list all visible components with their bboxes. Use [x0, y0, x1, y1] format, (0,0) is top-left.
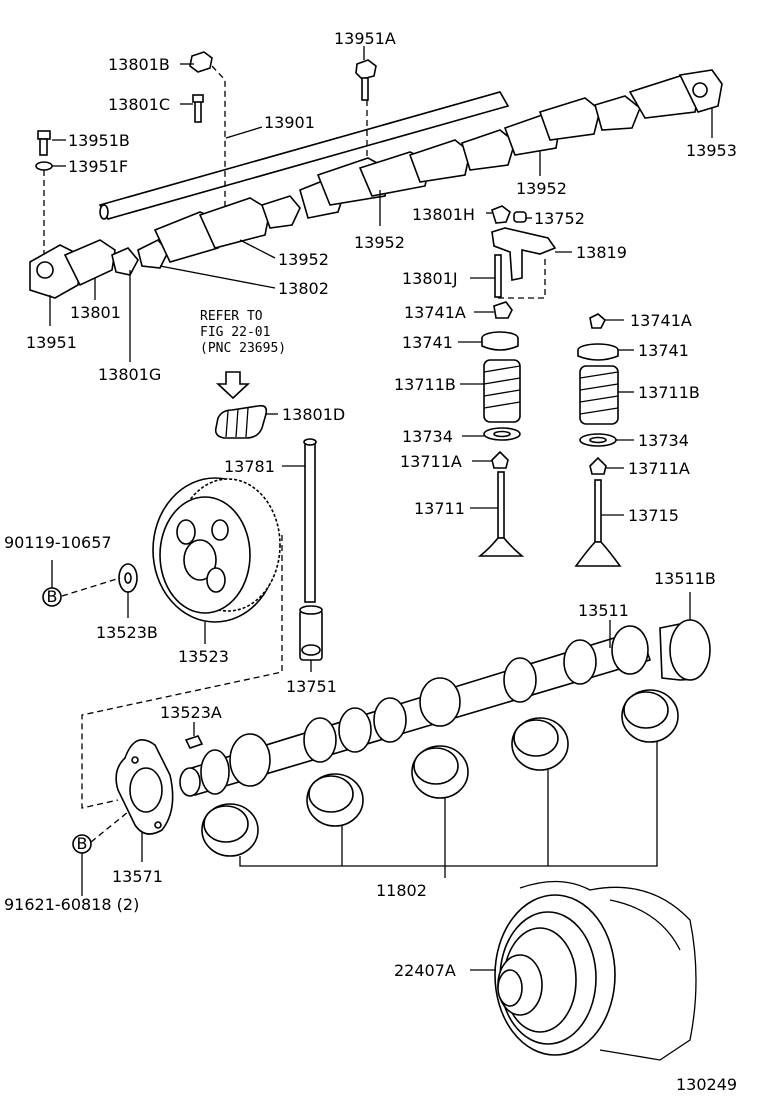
- label-13801B: 13801B: [108, 55, 170, 74]
- label-13523B: 13523B: [96, 623, 158, 642]
- label-13801: 13801: [70, 303, 121, 322]
- label-13952: 13952: [516, 179, 567, 198]
- label-11802: 11802: [376, 881, 427, 900]
- label-13711: 13711: [414, 499, 465, 518]
- label-13951: 13951: [26, 333, 77, 352]
- bolt-13801B: [189, 51, 213, 73]
- push-rod-13781: [303, 438, 317, 603]
- bolt-13951B: [37, 130, 51, 156]
- key-13523A: [184, 735, 204, 749]
- spring-13801D: [214, 404, 268, 439]
- label-13741A-left: 13741A: [404, 303, 466, 322]
- label-13951F: 13951F: [68, 157, 128, 176]
- label-90119-10657: 90119-10657: [4, 533, 112, 552]
- label-13901: 13901: [264, 113, 315, 132]
- label-13781: 13781: [224, 457, 275, 476]
- bearing: [306, 773, 364, 827]
- label-22407A: 22407A: [394, 961, 456, 980]
- marker-b-label: B: [47, 587, 58, 606]
- cap-13752: [513, 211, 527, 223]
- label-13801H: 13801H: [412, 205, 475, 224]
- refer-line-3: (PNC 23695): [200, 341, 286, 356]
- thrust-plate-13571: [115, 739, 174, 835]
- refer-line-2: FIG 22-01: [200, 325, 270, 340]
- camshaft-end-13511B: [659, 619, 711, 681]
- label-13741-left: 13741: [402, 333, 453, 352]
- washer-13523B: [118, 563, 138, 593]
- camshaft-gear-13523: [152, 477, 281, 623]
- label-13953: 13953: [686, 141, 737, 160]
- label-13819: 13819: [576, 243, 627, 262]
- leader-lines-left-valve: [458, 311, 498, 509]
- label-13952: 13952: [354, 233, 405, 252]
- label-13711B-left: 13711B: [394, 375, 456, 394]
- label-13741-right: 13741: [638, 341, 689, 360]
- marker-b-top: B: [42, 587, 62, 607]
- camshaft-13511: [179, 625, 652, 797]
- label-13801G: 13801G: [98, 365, 161, 384]
- label-13751: 13751: [286, 677, 337, 696]
- marker-b-bottom: B: [72, 834, 92, 854]
- label-13711B-right: 13711B: [638, 383, 700, 402]
- label-13571: 13571: [112, 867, 163, 886]
- bearing: [201, 803, 259, 857]
- refer-line-1: REFER TO: [200, 309, 263, 324]
- label-91621-60818: 91621-60818 (2): [4, 895, 139, 914]
- leader-lines-2: [470, 212, 572, 279]
- guide-line: [498, 255, 546, 299]
- label-13711A-left: 13711A: [400, 452, 462, 471]
- rocker-shaft: [98, 91, 510, 220]
- camshaft-bearings-11802: [201, 689, 679, 857]
- label-13952: 13952: [278, 250, 329, 269]
- label-13734-right: 13734: [638, 431, 689, 450]
- rocker-arm-assembly: [29, 69, 723, 299]
- label-13801C: 13801C: [108, 95, 170, 114]
- guide-line: [81, 535, 283, 809]
- bearing: [411, 745, 469, 799]
- label-13801D: 13801D: [282, 405, 345, 424]
- label-13802: 13802: [278, 279, 329, 298]
- leader-lines: [49, 46, 713, 362]
- bearing: [511, 717, 569, 771]
- label-13801J: 13801J: [402, 269, 458, 288]
- guide-line: [90, 811, 129, 843]
- marker-b-label: B: [77, 834, 88, 853]
- guide-line: [211, 65, 226, 208]
- bearing: [621, 689, 679, 743]
- label-13734-left: 13734: [402, 427, 453, 446]
- crankshaft-gear-22407A: [494, 880, 697, 1061]
- refer-arrow: [215, 371, 251, 400]
- valve-lifter-13751: [299, 605, 323, 661]
- label-13711A-right: 13711A: [628, 459, 690, 478]
- bearing-bracket: [239, 742, 658, 867]
- label-13715: 13715: [628, 506, 679, 525]
- nut-13801H: [491, 205, 511, 224]
- label-13511B: 13511B: [654, 569, 716, 588]
- label-13741A-right: 13741A: [630, 311, 692, 330]
- valve-stack-right: [574, 313, 622, 567]
- screw-13801C: [192, 94, 204, 123]
- valve-stack-left: [477, 301, 525, 557]
- label-13951B: 13951B: [68, 131, 130, 150]
- guide-line: [61, 577, 121, 597]
- adjust-screw-13801J: [494, 254, 502, 298]
- label-13523: 13523: [178, 647, 229, 666]
- washer-13951F: [35, 161, 53, 171]
- label-13752: 13752: [534, 209, 585, 228]
- figure-id: 130249: [676, 1075, 737, 1094]
- label-13951A: 13951A: [334, 29, 396, 48]
- rocker-arm-13819: [491, 227, 557, 281]
- bolt-13951A: [355, 59, 377, 101]
- leader-lines-right-valve: [601, 319, 634, 516]
- label-13523A: 13523A: [160, 703, 222, 722]
- label-13511: 13511: [578, 601, 629, 620]
